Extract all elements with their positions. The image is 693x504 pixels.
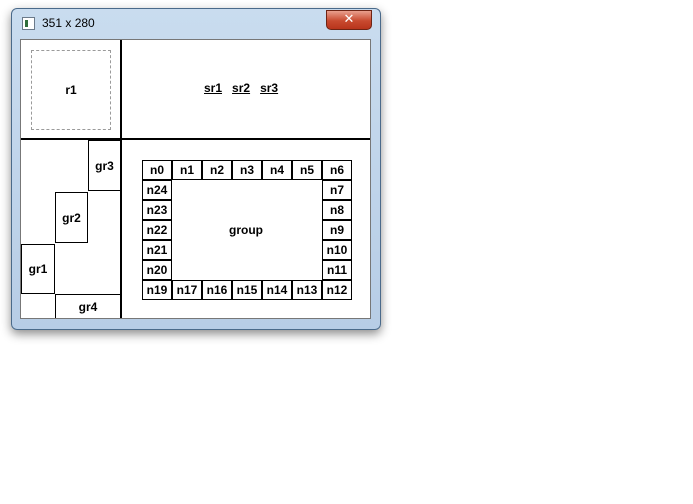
sr2-link[interactable]: sr2 [232, 81, 251, 95]
node-n10: n10 [322, 240, 352, 260]
group-label: group [229, 223, 263, 237]
node-n5: n5 [292, 160, 322, 180]
sr3-link[interactable]: sr3 [260, 81, 279, 95]
gr-pane: gr3 gr2 gr1 gr4 [21, 140, 122, 318]
r1-label: r1 [65, 83, 77, 97]
node-n21: n21 [142, 240, 172, 260]
close-button[interactable]: ✕ [326, 10, 372, 30]
node-n20: n20 [142, 260, 172, 280]
node-n17: n17 [172, 280, 202, 300]
gr1-box: gr1 [21, 244, 55, 294]
node-n16: n16 [202, 280, 232, 300]
node-n13: n13 [292, 280, 322, 300]
node-n8: n8 [322, 200, 352, 220]
title-bar[interactable]: 351 x 280 ✕ [12, 9, 380, 37]
node-n19: n19 [142, 280, 172, 300]
node-n11: n11 [322, 260, 352, 280]
node-n4: n4 [262, 160, 292, 180]
sr-links: sr1 sr2 sr3 [204, 81, 278, 95]
node-n24: n24 [142, 180, 172, 200]
app-window: 351 x 280 ✕ r1 sr1 sr2 sr3 gr3 gr2 [11, 8, 381, 330]
gr3-box: gr3 [88, 140, 121, 191]
sr1-link[interactable]: sr1 [204, 81, 223, 95]
gr4-box: gr4 [55, 294, 121, 318]
r1-pane: r1 [21, 40, 122, 140]
node-n23: n23 [142, 200, 172, 220]
node-n15: n15 [232, 280, 262, 300]
node-n2: n2 [202, 160, 232, 180]
gr1-label: gr1 [28, 262, 48, 276]
gr2-label: gr2 [62, 210, 81, 225]
node-n1: n1 [172, 160, 202, 180]
client-area: r1 sr1 sr2 sr3 gr3 gr2 gr1 gr4 [20, 39, 371, 319]
node-n12: n12 [322, 280, 352, 300]
node-n14: n14 [262, 280, 292, 300]
gr2-box: gr2 [55, 192, 88, 243]
gr4-label: gr4 [78, 300, 98, 314]
sr-pane: sr1 sr2 sr3 [122, 40, 370, 140]
node-n7: n7 [322, 180, 352, 200]
app-window-icon [22, 17, 35, 30]
window-title: 351 x 280 [42, 16, 95, 30]
node-n22: n22 [142, 220, 172, 240]
node-n9: n9 [322, 220, 352, 240]
node-n6: n6 [322, 160, 352, 180]
gr3-label: gr3 [95, 158, 114, 173]
close-icon: ✕ [343, 12, 355, 27]
node-n0: n0 [142, 160, 172, 180]
r1-dashed-region: r1 [31, 50, 111, 130]
node-n3: n3 [232, 160, 262, 180]
